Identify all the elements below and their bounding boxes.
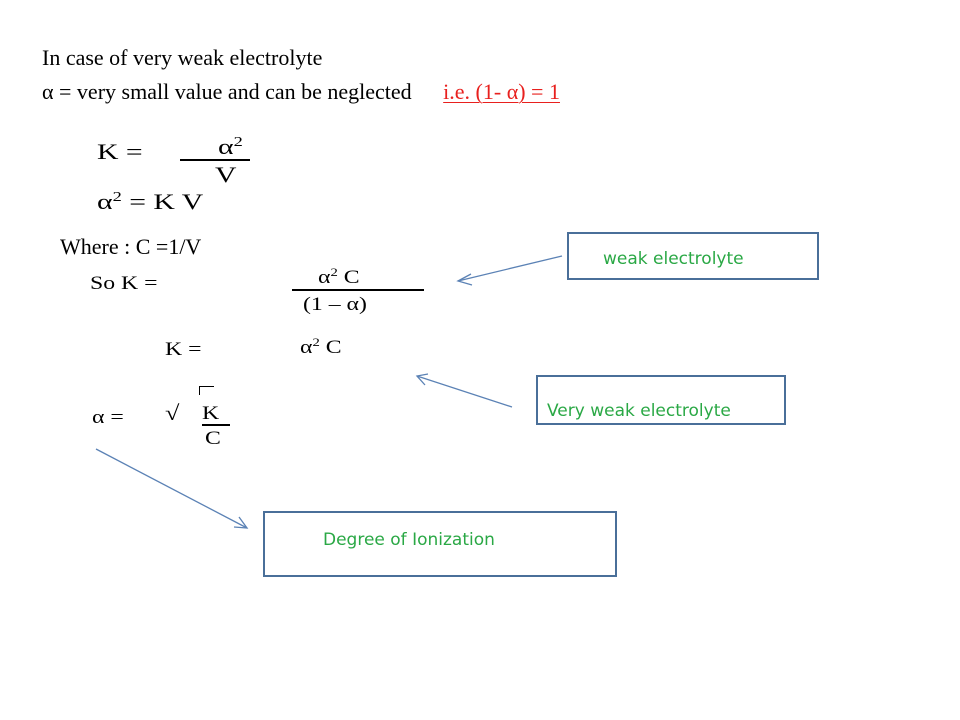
eq5-root-sign: √ — [165, 401, 180, 425]
callout-very-weak-electrolyte-text: Very weak electrolyte — [547, 401, 731, 421]
eq1-lhs: K = — [97, 139, 143, 164]
eq1-numerator: α2 — [218, 133, 243, 159]
arrow-degree-of-ionization — [95, 448, 249, 529]
callout-weak-electrolyte: weak electrolyte — [567, 232, 819, 280]
eq5-fraction-bar — [202, 424, 230, 426]
arrow-weak-electrolyte — [456, 255, 563, 286]
intro-line-1: In case of very weak electrolyte — [42, 45, 323, 70]
callout-degree-of-ionization: Degree of Ionization — [263, 511, 617, 577]
eq3-lhs: So K = — [90, 273, 158, 294]
eq4-lhs: K = — [165, 339, 202, 360]
eq2: α2 = K V — [97, 188, 204, 214]
intro-line-2: α = very small value and can be neglecte… — [42, 79, 560, 105]
eq3-numerator: α2 C — [318, 265, 360, 288]
callout-weak-electrolyte-text: weak electrolyte — [603, 249, 744, 269]
eq3-fraction-bar — [292, 289, 424, 291]
eq5-root-overbar — [200, 386, 214, 387]
where-line: Where : C =1/V — [60, 234, 202, 259]
arrow-very-weak-electrolyte — [415, 373, 513, 408]
eq3-denominator: (1 – α) — [303, 294, 367, 315]
eq5-root-overbar-tick — [199, 386, 200, 395]
eq5-denominator: C — [205, 428, 221, 449]
eq1-fraction-bar — [180, 159, 250, 161]
callout-very-weak-electrolyte: Very weak electrolyte — [536, 375, 786, 425]
eq1-denominator: V — [215, 162, 237, 187]
eq5-numerator: K — [202, 403, 220, 424]
intro-line-2-highlight: i.e. (1- α) = 1 — [443, 79, 560, 104]
eq5-lhs: α = — [92, 407, 124, 428]
intro-line-2-text: α = very small value and can be neglecte… — [42, 79, 412, 104]
callout-degree-of-ionization-text: Degree of Ionization — [323, 530, 495, 550]
eq4-rhs: α2 C — [300, 335, 342, 358]
